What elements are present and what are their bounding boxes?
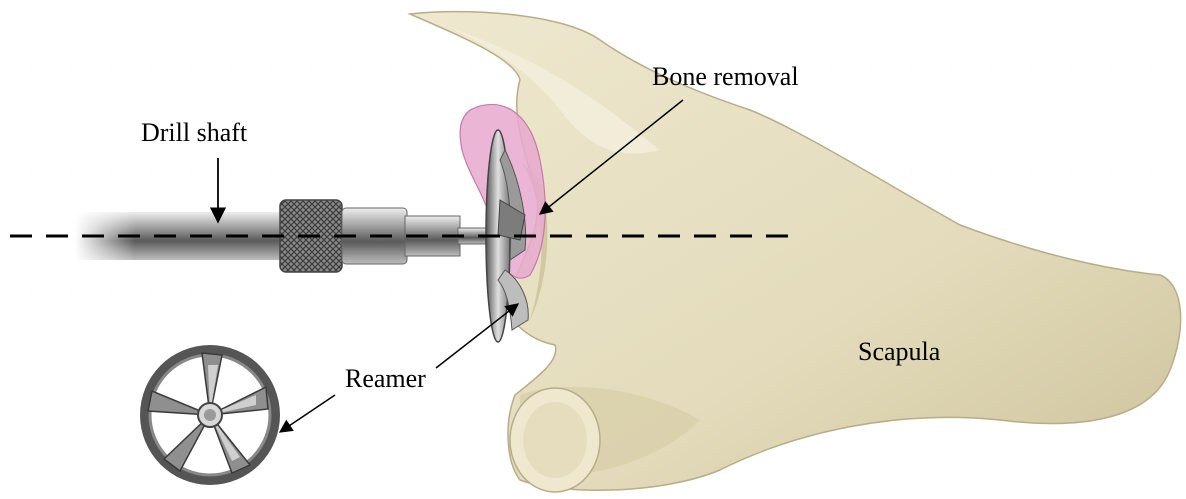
reamer-label: Reamer (345, 366, 426, 392)
bone-removal-label: Bone removal (652, 64, 799, 90)
reamer-arrow-to-head (436, 304, 518, 368)
drill-shaft-label: Drill shaft (141, 120, 247, 146)
scapula-label: Scapula (858, 339, 940, 365)
reamer-detail-icon (140, 345, 280, 485)
reamer-arrow-to-icon (280, 395, 335, 432)
